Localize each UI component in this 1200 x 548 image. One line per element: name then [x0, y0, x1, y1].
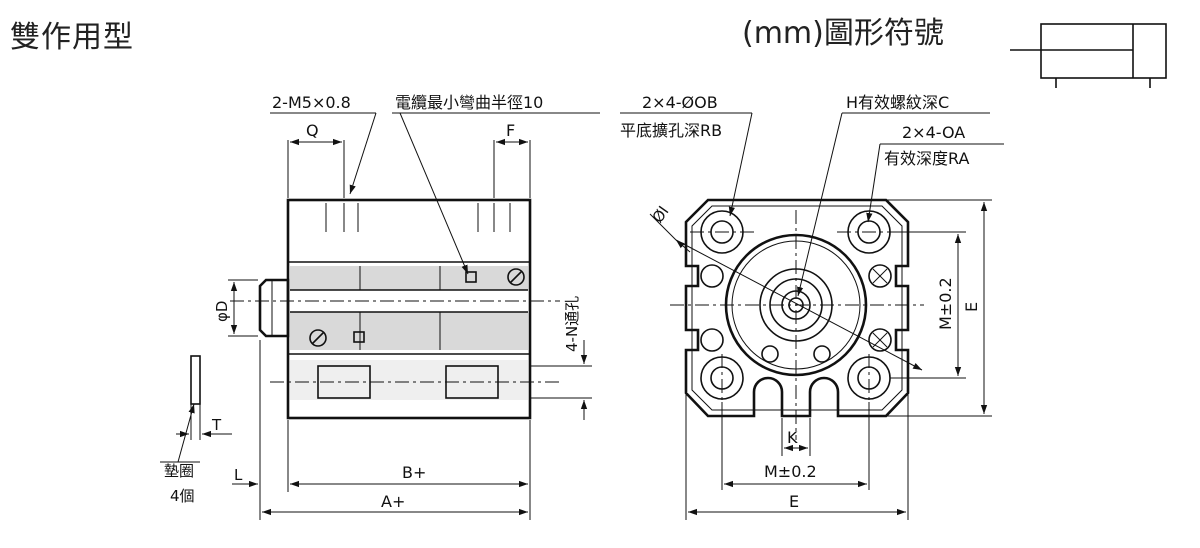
side-view [190, 198, 560, 420]
phi-i-label: ØI [649, 203, 673, 227]
side-dimensions [160, 112, 600, 520]
a-plus-label: A+ [381, 492, 405, 511]
washer-label: 墊圈 [164, 462, 194, 480]
k-label: K [787, 428, 798, 447]
washer-qty-label: 4個 [170, 487, 195, 505]
e-vertical-label: E [962, 302, 981, 312]
oa-label: 2×4-OA [902, 123, 965, 142]
e-horizontal-label: E [789, 492, 799, 511]
page-title: 雙作用型 [10, 20, 134, 55]
through-hole-label: 4-N通孔 [563, 296, 581, 352]
m-tol-horizontal-label: M±0.2 [764, 462, 817, 481]
rb-label: 平底擴孔深RB [620, 121, 722, 140]
phi-d-label: φD [213, 301, 231, 322]
b-plus-label: B+ [402, 463, 426, 482]
f-label: F [506, 121, 515, 140]
bend-radius-label: 電纜最小彎曲半徑10 [395, 93, 543, 112]
l-label: L [234, 466, 243, 484]
ob-label: 2×4-ØOB [642, 93, 718, 112]
ra-label: 有效深度RA [884, 149, 969, 168]
cylinder-symbol [1010, 23, 1167, 88]
front-dimensions [620, 112, 1004, 520]
m-tol-vertical-label: M±0.2 [936, 277, 955, 330]
t-label: T [211, 416, 222, 434]
q-label: Q [306, 121, 319, 140]
symbol-title: (mm)圖形符號 [742, 16, 944, 51]
thread-label: H有效螺紋深C [846, 93, 949, 112]
front-view [670, 198, 924, 440]
port-label: 2-M5×0.8 [272, 93, 351, 112]
